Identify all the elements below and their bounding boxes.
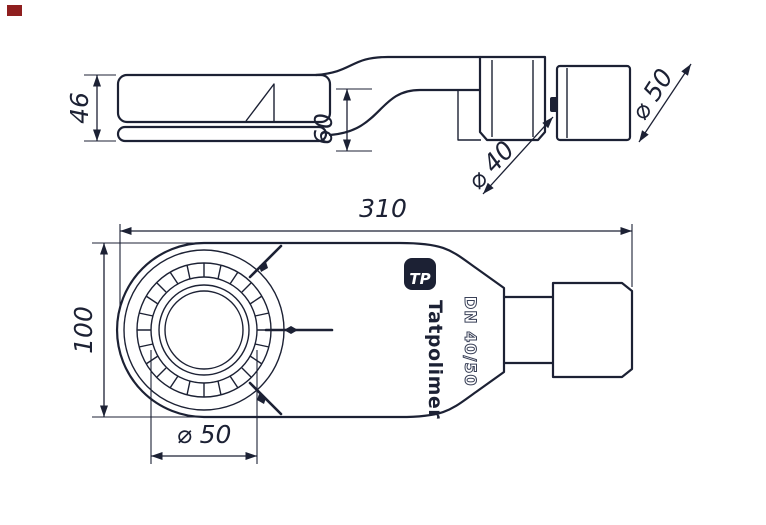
model-label: DN 40/50 (461, 296, 480, 387)
drain-hole-ring (164, 290, 244, 370)
dimension-length: 310 (119, 194, 633, 308)
dimension-line (638, 63, 692, 143)
side-view: 46 60 ⌀ 40 ⌀ 50 (65, 55, 692, 195)
grate-teeth (137, 263, 271, 397)
trap-flange (116, 125, 328, 143)
grate-ring-inner (158, 284, 250, 376)
dim-outlet-diameter-label: ⌀ 40 (461, 135, 520, 195)
adapter-joint-notch (550, 97, 558, 112)
dim-width-label: 100 (69, 306, 98, 354)
trap-body-side (116, 73, 332, 124)
outlet-collar (551, 281, 634, 379)
body-partition-line (245, 83, 275, 122)
s-pipe-underside (457, 90, 481, 141)
pin-lower-bead (257, 394, 266, 404)
pipe-adapter (555, 64, 632, 142)
dimension-line (482, 116, 554, 195)
dim-outlet-height-label: 60 (309, 113, 338, 145)
corner-mark (7, 5, 22, 16)
brand-monogram: TP (409, 270, 430, 288)
dim-body-height-label: 46 (65, 92, 94, 124)
plan-view: TP Tatpolimer DN 40/50 310 100 ⌀ 50 (69, 194, 634, 464)
outlet-housing (478, 55, 547, 142)
pin-upper-bead (259, 262, 268, 272)
s-pipe-upper-wall (314, 55, 482, 77)
dim-grate-diameter-label: ⌀ 50 (177, 420, 232, 449)
pin-upper (248, 244, 283, 279)
brand-logo-icon (404, 258, 436, 290)
dimension-width: 100 (69, 242, 196, 418)
brand-name: Tatpolimer (424, 300, 446, 419)
dimension-pipe-diameter: ⌀ 50 (625, 63, 692, 143)
dimension-outlet-height: 60 (309, 88, 372, 152)
pin-right-bead (284, 326, 298, 334)
dim-length-label: 310 (359, 194, 407, 223)
dimension-body-height: 46 (65, 74, 116, 142)
dimension-grate-diameter: ⌀ 50 (150, 350, 258, 464)
brand-logo: TP Tatpolimer DN 40/50 (404, 258, 481, 419)
retaining-pins (248, 244, 334, 416)
